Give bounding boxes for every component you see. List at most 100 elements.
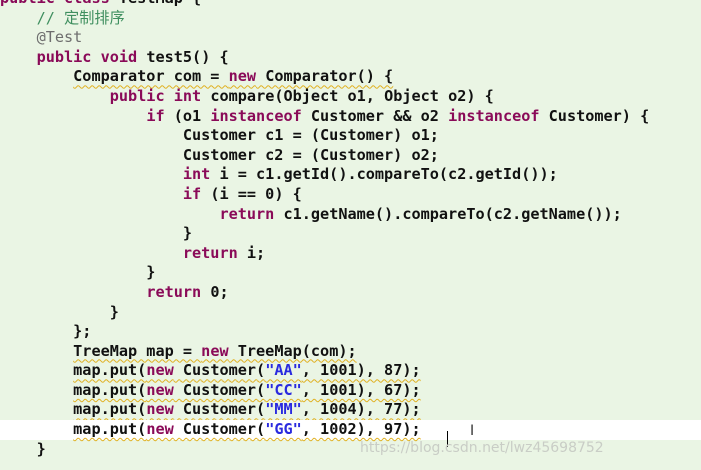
code-token [0,400,73,418]
code-line[interactable]: } [0,224,701,244]
code-line[interactable]: return 0; [0,283,701,303]
code-token: class [64,0,110,7]
code-token: TestMap { [110,0,201,7]
code-token: map.put( [73,400,147,419]
code-token [0,28,37,46]
code-token [0,165,183,183]
code-token: return [219,204,275,223]
code-token [0,9,37,27]
code-token: Customer( [173,380,266,399]
code-token: "MM" [265,400,302,419]
code-line[interactable]: Customer c2 = (Customer) o2; [0,146,701,166]
code-token: , 1002), 97); [301,420,421,439]
code-line[interactable]: map.put(new Customer("AA", 1001), 87); [0,361,701,381]
code-token: TreeMap map = [73,341,202,360]
code-token: Customer) { [539,106,650,125]
code-line[interactable]: public void test5() { [0,48,701,68]
code-token [165,87,174,105]
code-token: test5() { [137,47,229,66]
code-token [91,48,100,66]
code-token [0,107,146,125]
code-token: } [0,439,46,458]
code-line[interactable]: // 定制排序 [0,9,701,29]
code-token: i; [237,243,266,262]
code-token: , 1001), 87); [301,361,421,380]
code-token: if [146,106,165,125]
code-token: public [36,47,92,66]
code-token: Customer( [173,420,266,439]
code-line[interactable]: if (i == 0) { [0,185,701,205]
code-token: @Test [36,28,83,47]
code-token: public [109,86,165,105]
code-line[interactable]: @Test [0,28,701,48]
code-token: int [173,86,202,105]
code-line[interactable]: return c1.getName().compareTo(c2.getName… [0,205,701,225]
code-line[interactable]: Customer c1 = (Customer) o1; [0,126,701,146]
code-line[interactable]: public class TestMap { [0,0,701,9]
code-line[interactable]: public int compare(Object o1, Object o2)… [0,87,701,107]
code-line[interactable]: map.put(new Customer("MM", 1004), 77); [0,400,701,420]
code-line[interactable]: if (o1 instanceof Customer && o2 instanc… [0,107,701,127]
code-token: int [182,165,211,184]
code-token: } [0,263,156,282]
code-token [0,205,219,223]
code-token: Comparator() { [256,67,394,86]
code-token: 0; [201,282,229,301]
code-token: "GG" [265,420,302,439]
code-token: Customer && o2 [301,106,449,125]
code-line[interactable]: } [0,303,701,323]
code-line[interactable]: } [0,440,701,460]
code-line[interactable]: }; [0,322,701,342]
code-token [0,381,73,399]
code-token: map.put( [73,380,147,399]
watermark: https://blog.csdn.net/lwz45698752 [360,440,604,456]
code-token: instanceof [210,106,302,125]
code-token: return [182,243,238,262]
code-token: }; [0,322,92,341]
code-token: instanceof [448,106,540,125]
code-token: c1.getName().compareTo(c2.getName()); [274,204,622,223]
code-line[interactable]: map.put(new Customer("CC", 1001), 67); [0,381,701,401]
code-token: Customer c1 = (Customer) o1; [0,126,439,145]
code-token: } [0,224,193,243]
code-token: "AA" [265,361,302,380]
code-token: new [146,420,174,439]
code-line[interactable]: Comparator com = new Comparator() { [0,67,701,87]
code-token: TreeMap(com); [228,341,357,360]
code-line[interactable]: int i = c1.getId().compareTo(c2.getId())… [0,165,701,185]
code-token [0,420,73,438]
code-token [0,342,73,360]
code-token: Customer( [173,400,266,419]
code-token: new [146,380,174,399]
text-cursor-icon: I [470,423,475,439]
code-token [0,48,37,66]
code-token [0,361,73,379]
code-token: map.put( [73,420,147,439]
code-line[interactable]: return i; [0,244,701,264]
code-token: void [100,47,138,66]
code-token [55,0,64,7]
code-token: public [0,0,55,7]
code-line[interactable]: TreeMap map = new TreeMap(com); [0,342,701,362]
code-token [0,67,73,85]
code-line[interactable]: map.put(new Customer("GG", 1002), 97); [0,420,701,440]
code-token: map.put( [73,361,147,380]
code-token: Customer( [173,361,266,380]
code-token [0,283,146,301]
code-editor[interactable]: public class TestMap { // 定制排序 @Test pub… [0,0,701,459]
code-token: , 1004), 77); [301,400,421,419]
code-token [0,244,183,262]
code-token: compare(Object o1, Object o2) { [201,86,494,105]
code-token: new [146,361,174,380]
code-token: return [146,282,202,301]
code-token: i = c1.getId().compareTo(c2.getId()); [210,165,558,184]
code-token [0,185,183,203]
code-token: , 1001), 67); [301,380,421,399]
code-token: } [0,302,119,321]
text-caret [447,431,448,447]
code-token: new [201,341,229,360]
code-token: // 定制排序 [36,8,125,27]
code-line[interactable]: } [0,263,701,283]
code-token: "CC" [265,380,302,399]
code-token: new [228,67,257,86]
